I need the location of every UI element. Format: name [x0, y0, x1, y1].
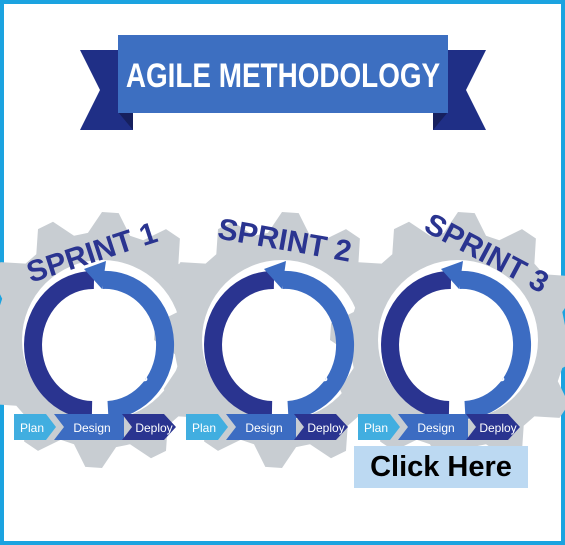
stage-plan: Plan — [20, 421, 44, 435]
stage-test: Test — [403, 327, 423, 355]
stage-test: Test — [226, 327, 246, 355]
test-arc — [24, 270, 95, 419]
banner-body — [118, 35, 448, 113]
deploy-arrow — [466, 414, 520, 440]
develop-arc — [101, 270, 175, 419]
stage-plan: Plan — [364, 421, 388, 435]
banner-fold-right — [433, 112, 448, 130]
plan-arrow — [358, 414, 400, 440]
stage-test: Test — [46, 327, 66, 355]
stage-design: Design — [73, 421, 110, 435]
stage-develop: Develop — [489, 334, 509, 382]
test-arc — [381, 270, 452, 419]
deploy-arrow — [122, 414, 176, 440]
deploy-arrow — [294, 414, 348, 440]
banner: AGILE METHODOLOGY — [80, 35, 486, 130]
test-arc — [204, 270, 275, 419]
stage-deploy: Deploy — [135, 421, 172, 435]
banner-fold-left — [118, 112, 133, 130]
develop-arc — [458, 270, 532, 419]
stage-design: Design — [245, 421, 282, 435]
cycle-arrowhead — [264, 261, 286, 289]
design-arrow — [226, 414, 296, 440]
stage-develop: Develop — [132, 334, 152, 382]
plan-arrow — [186, 414, 228, 440]
plan-arrow — [14, 414, 56, 440]
stage-design: Design — [417, 421, 454, 435]
stage-plan: Plan — [192, 421, 216, 435]
design-arrow — [398, 414, 468, 440]
cycle-arrowhead — [441, 261, 463, 289]
click-here-button[interactable]: Click Here — [354, 446, 528, 488]
design-arrow — [54, 414, 124, 440]
cycle-arrowhead — [84, 261, 106, 289]
stage-deploy: Deploy — [479, 421, 516, 435]
banner-title: AGILE METHODOLOGY — [126, 56, 441, 94]
develop-arc — [281, 270, 355, 419]
stage-deploy: Deploy — [307, 421, 344, 435]
stage-develop: Develop — [312, 334, 332, 382]
